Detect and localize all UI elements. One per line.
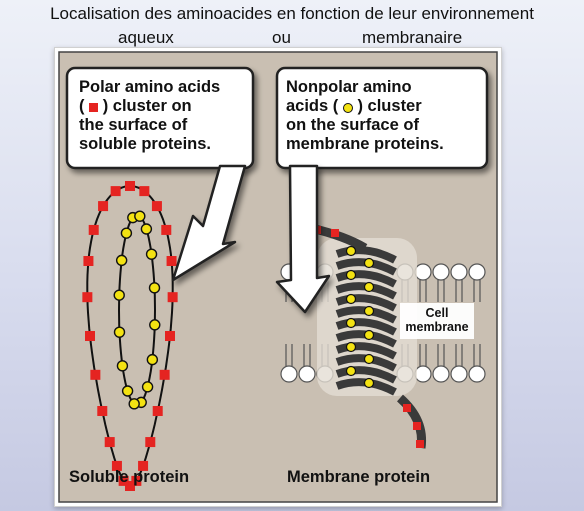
nonpolar-residue xyxy=(363,257,375,269)
polar-residue xyxy=(82,292,93,303)
polar-residue xyxy=(165,331,175,341)
soluble-protein-chain xyxy=(82,181,178,491)
nonpolar-residue xyxy=(345,317,357,329)
nonpolar-residue xyxy=(363,377,375,389)
nonpolar-residue xyxy=(128,398,140,410)
nonpolar-residue xyxy=(120,227,133,239)
polar-residue xyxy=(413,422,421,430)
polar-callout-box xyxy=(65,66,255,170)
polar-residue xyxy=(111,460,122,471)
polar-residue xyxy=(110,186,121,197)
lipid-head xyxy=(468,365,486,383)
nonpolar-residue xyxy=(116,360,129,372)
polar-callout-text: Polar amino acids ( ) cluster on the sur… xyxy=(79,78,221,153)
nonpolar-residue xyxy=(115,254,128,267)
figure-drawing xyxy=(58,51,498,503)
polar-residue xyxy=(145,437,156,448)
polar-residue xyxy=(104,437,115,448)
polar-residue xyxy=(90,369,101,380)
nonpolar-residue xyxy=(363,305,375,317)
polar-residue xyxy=(83,256,94,266)
nonpolar-residue xyxy=(134,210,146,222)
helix-turn xyxy=(335,246,397,264)
cell-membrane-label-bg xyxy=(400,303,474,339)
polar-residue xyxy=(98,201,109,212)
membrane-protein-caption: Membrane protein xyxy=(287,468,431,486)
subtitle-word-or: ou xyxy=(272,28,291,47)
polar-residue xyxy=(97,406,108,416)
nonpolar-residue xyxy=(345,269,357,281)
polar-residue xyxy=(85,331,95,341)
lipid-head xyxy=(450,365,468,383)
polar-residue xyxy=(152,406,163,416)
membrane-protein-helix xyxy=(309,223,427,449)
nonpolar-residue xyxy=(146,353,159,366)
slide-title: Localisation des aminoacides en fonction… xyxy=(50,4,534,23)
nonpolar-arrow xyxy=(275,164,331,314)
nonpolar-residue xyxy=(145,248,158,260)
nonpolar-residue xyxy=(140,223,153,235)
nonpolar-dot-icon xyxy=(342,103,353,113)
polar-residue xyxy=(403,404,411,412)
lipid-head xyxy=(280,365,298,383)
polar-residue xyxy=(139,186,150,197)
nonpolar-residue xyxy=(363,329,375,341)
nonpolar-residue xyxy=(363,353,375,365)
cell-membrane-label: Cell membrane xyxy=(405,306,469,334)
nonpolar-residue xyxy=(345,245,357,257)
polar-residue xyxy=(138,460,149,471)
subtitle-word-membrane: membranaire xyxy=(362,28,463,47)
polar-residue xyxy=(161,224,172,235)
polar-residue xyxy=(167,292,178,303)
nonpolar-residue xyxy=(121,385,134,397)
nonpolar-callout-text: Nonpolar amino acids ( ) cluster on the … xyxy=(286,78,444,153)
polar-residue xyxy=(118,475,129,486)
helix-turn xyxy=(335,270,397,288)
polar-residue xyxy=(131,475,142,486)
helix-turn xyxy=(335,318,397,336)
soluble-protein-caption: Soluble protein xyxy=(69,468,190,486)
protein-figure: Polar amino acids ( ) cluster on the sur… xyxy=(54,47,502,507)
polar-residue xyxy=(331,229,339,237)
helix-turn xyxy=(335,366,397,384)
polar-residue xyxy=(416,440,424,448)
nonpolar-residue xyxy=(345,365,357,377)
polar-arrow xyxy=(171,164,247,282)
lipid-head xyxy=(414,365,432,383)
nonpolar-residue xyxy=(148,282,161,294)
nonpolar-residue xyxy=(113,326,126,338)
nonpolar-callout-box xyxy=(275,66,489,170)
polar-residue xyxy=(159,369,170,380)
polar-residue xyxy=(151,201,162,212)
polar-square-icon xyxy=(89,103,99,112)
polar-residue xyxy=(125,481,135,491)
helix-turn xyxy=(335,294,397,312)
lipid-head xyxy=(450,263,468,281)
helix-turn xyxy=(335,342,397,360)
nonpolar-residue xyxy=(141,381,154,393)
polar-residue xyxy=(166,256,177,266)
nonpolar-residue xyxy=(113,289,125,301)
lipid-head xyxy=(432,263,450,281)
nonpolar-residue xyxy=(363,281,375,293)
subtitle-word-aqueous: aqueux xyxy=(118,28,174,47)
lipid-head xyxy=(468,263,486,281)
polar-residue xyxy=(88,224,99,235)
lipid-head xyxy=(432,365,450,383)
nonpolar-residue xyxy=(149,319,161,331)
nonpolar-residue xyxy=(345,341,357,353)
lipid-head xyxy=(414,263,432,281)
polar-residue xyxy=(125,181,135,191)
lipid-head xyxy=(298,365,316,383)
slide-subtitle: aqueux ou membranaire xyxy=(0,28,584,48)
nonpolar-residue xyxy=(345,293,357,305)
